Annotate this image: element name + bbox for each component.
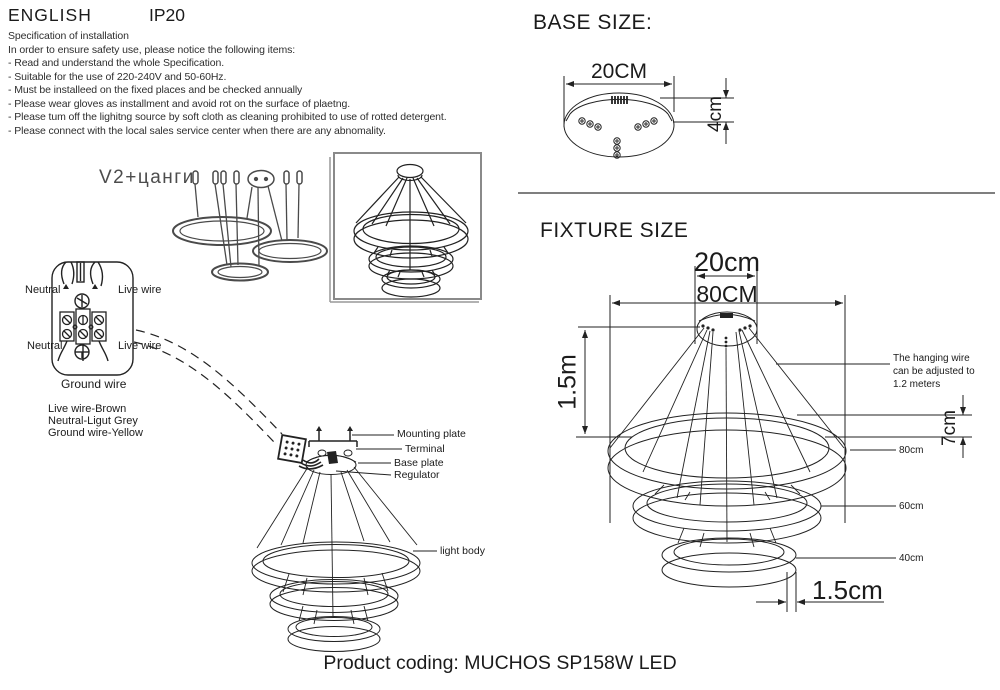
v2-rings-sketch [172,169,328,282]
legend-live-wire: Live wire-Brown [48,403,127,415]
ip-rating: IP20 [149,5,185,25]
terminal-block [277,434,307,464]
hanging-wires [609,327,845,543]
light-body-label: light body [440,545,485,557]
terminal-label: Terminal [405,443,445,455]
label-leaders [335,434,437,552]
fixture-size-title: FIXTURE SIZE [540,219,689,242]
tube-width-dimension: 1.5cm [812,575,883,605]
base-size-title: BASE SIZE: [533,11,653,34]
v2-model-label: V2+цанги [99,167,195,188]
regulator-label: Regulator [394,469,440,481]
fixture-size-drawing [576,266,972,612]
boxed-render [329,152,482,303]
base-height-dimension: 4cm [705,96,727,132]
spec-line: - Please tum off the lighitng source by … [8,111,447,123]
product-coding: Product coding: MUCHOS SP158W LED [323,652,677,674]
base-width-dimension: 20CM [590,60,648,83]
legend-ground: Ground wire-Yellow [48,427,143,439]
legend-neutral: Neutral-Ligut Grey [48,415,138,427]
spec-line: - Please connect with the local sales se… [8,124,386,137]
live-wire-label-bottom: Live wire [118,340,162,352]
language-heading: ENGLISH [8,5,92,25]
base-plate-label: Base plate [394,457,444,469]
live-wire-label-top: Live wire [118,284,162,296]
neutral-label-bottom: Neutral [27,340,63,352]
mounting-plate-label: Mounting plate [397,428,466,440]
wire-attachment-dots [701,324,752,348]
mounting-plate-drawing [308,426,358,447]
spec-line: Specification of installation [8,30,129,42]
ring-60cm-label: 60cm [899,501,924,512]
wire-leads [60,261,104,289]
ring-80cm-label: 80cm [899,445,924,456]
spec-line: - Please wear gloves as installment and … [8,97,351,110]
spec-line: - Suitable for the use of 220-240V and 5… [8,70,227,83]
canopy-width-dimension: 20cm [693,247,761,277]
max-width-dimension: 80CM [696,281,758,307]
base-size-drawing [563,76,734,159]
neutral-label-top: Neutral [25,284,61,296]
drop-height-dimension: 1.5m [553,354,582,410]
ground-wire-label: Ground wire [61,377,127,391]
terminal-strip [59,308,107,345]
screw-holes [578,117,658,159]
vent-slots [611,96,628,104]
ring-40cm-label: 40cm [899,553,924,564]
spec-line: - Read and understand the whole Specific… [8,57,225,69]
hanging-wires [256,466,418,549]
installation-drawing [251,426,437,652]
wiring-diagram [51,261,283,443]
hanging-wire-note: The hanging wire can be adjusted to 1.2 … [893,353,975,391]
spec-line: - Must be installeed on the fixed places… [8,84,303,96]
spec-line: In order to ensure safety use, please no… [8,43,296,56]
ring-height-dimension: 7cm [939,410,961,446]
